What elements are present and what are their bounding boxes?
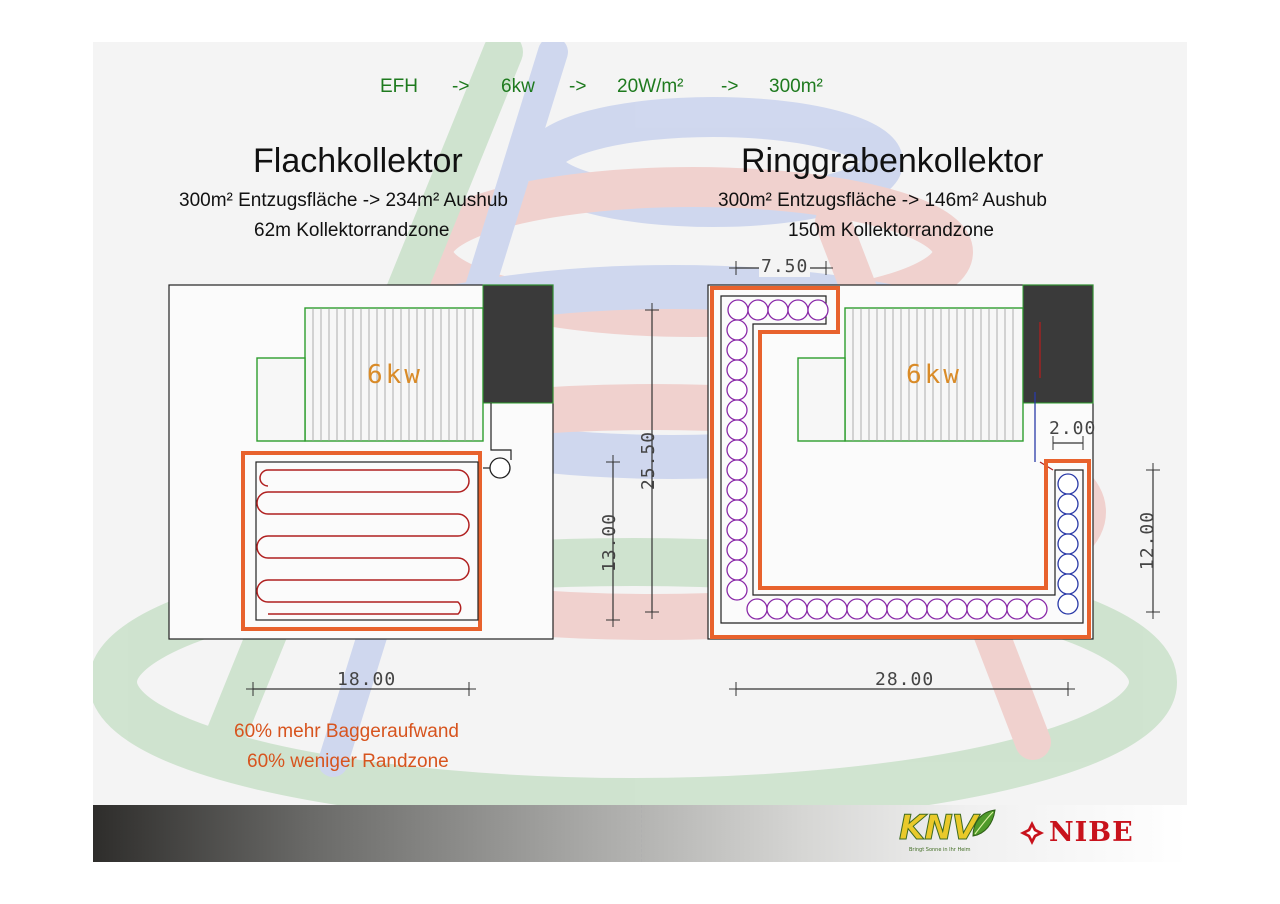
formula-arrow: -> [721, 76, 739, 97]
right-neighbour-building [1022, 284, 1094, 404]
left-manifold [489, 457, 511, 479]
slide: EFH -> 6kw -> 20W/m² -> 300m² Flachkolle… [93, 42, 1187, 862]
right-dim-width: 28.00 [875, 669, 935, 690]
left-neighbour-building [482, 284, 554, 404]
left-excavation-outline [241, 451, 482, 631]
right-house-label: 6kw [906, 360, 962, 390]
formula-area: 300m² [769, 76, 823, 97]
left-line1: 300m² Entzugsfläche -> 234m² Aushub [179, 190, 508, 211]
plans-drawing [168, 261, 1160, 696]
right-excavation-outline [710, 286, 1091, 639]
nibe-emblem-icon [1020, 820, 1044, 845]
left-line2: 62m Kollektorrandzone [254, 220, 450, 241]
ringgrabenkollektor-plan [707, 261, 1160, 696]
left-house-annex [256, 357, 306, 442]
left-dim-width: 18.00 [337, 669, 397, 690]
formula-arrow: -> [569, 76, 587, 97]
flachkollektor-plan [168, 284, 659, 696]
formula-arrow: -> [452, 76, 470, 97]
nibe-logo: NIBE [1019, 817, 1134, 848]
conclusion-excavation: 60% mehr Baggeraufwand [234, 721, 459, 742]
footer-divider [641, 805, 642, 862]
left-dim-total-height: 25.50 [638, 430, 660, 491]
knv-logo-text: KNV [898, 808, 978, 849]
footer-bar: KNV Bringt Sonne in Ihr Heim NIBE [93, 805, 1187, 862]
right-dim-height: 12.00 [1137, 510, 1159, 571]
right-dim-top: 7.50 [759, 256, 811, 277]
knv-logo: KNV Bringt Sonne in Ihr Heim [898, 808, 996, 853]
right-house-annex [797, 357, 846, 442]
formula-efh: EFH [380, 76, 418, 97]
right-line1: 300m² Entzugsfläche -> 146m² Aushub [718, 190, 1047, 211]
right-ring-collector [726, 299, 1048, 620]
nibe-logo-text: NIBE [1049, 817, 1134, 848]
formula-specific: 20W/m² [617, 76, 684, 97]
left-collector-pipe [256, 469, 470, 615]
left-house [304, 307, 484, 442]
formula-power: 6kw [501, 76, 535, 97]
left-title: Flachkollektor [253, 142, 463, 180]
right-line2: 150m Kollektorrandzone [788, 220, 994, 241]
right-house [844, 307, 1024, 442]
knv-tagline: Bringt Sonne in Ihr Heim [909, 847, 971, 853]
leaf-icon [972, 809, 996, 837]
left-house-label: 6kw [367, 360, 423, 390]
right-title: Ringgrabenkollektor [741, 142, 1044, 180]
conclusion-edge-zone: 60% weniger Randzone [247, 751, 449, 772]
left-dim-height: 13.00 [599, 512, 621, 573]
right-dim-gap: 2.00 [1049, 418, 1097, 439]
